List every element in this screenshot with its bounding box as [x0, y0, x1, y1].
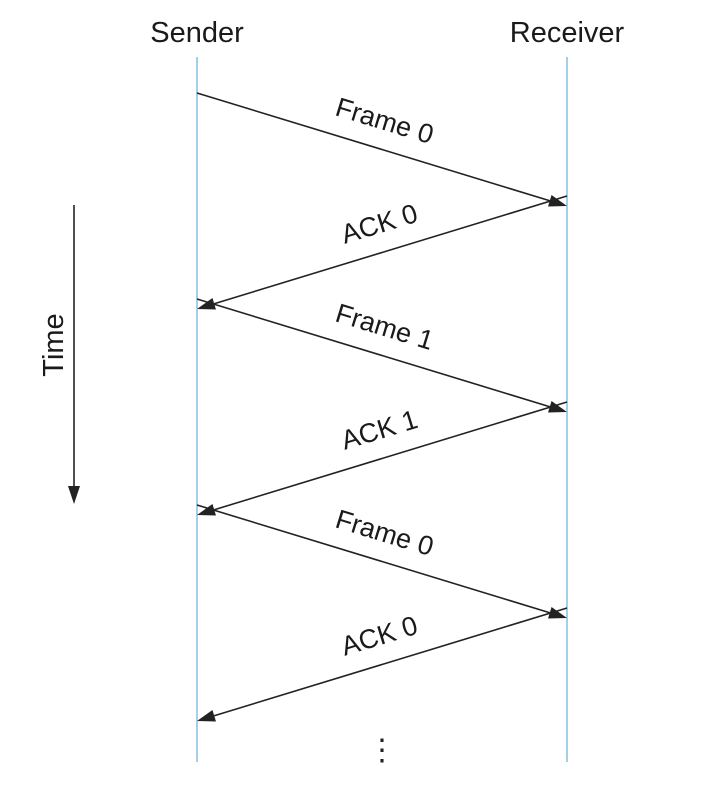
message-arrow-line	[196, 504, 551, 614]
arrowhead-icon	[197, 298, 216, 310]
message-group: Frame 0 ACK 0 Frame 1 ACK 1 Frame 0 ACK 0	[196, 92, 568, 722]
message-label: ACK 0	[338, 610, 421, 661]
time-label: Time	[38, 313, 70, 376]
arrowhead-icon	[548, 401, 567, 413]
arrowhead-icon	[548, 607, 567, 619]
arrowhead-icon	[548, 195, 567, 207]
message-label: Frame 0	[332, 504, 437, 562]
message-arrow-line	[213, 607, 568, 717]
message-2: ACK 0	[197, 195, 568, 310]
message-arrow-line	[213, 195, 568, 305]
message-arrow-line	[196, 92, 551, 202]
message-label: ACK 1	[338, 404, 421, 455]
arrow-down-icon	[68, 486, 80, 504]
message-4: ACK 1	[197, 401, 568, 516]
arrowhead-icon	[197, 710, 216, 722]
continuation-ellipsis: ⋮	[367, 734, 397, 767]
message-label: Frame 0	[332, 92, 437, 150]
message-label: ACK 0	[338, 198, 421, 249]
time-axis: Time	[38, 205, 80, 504]
message-label: Frame 1	[332, 298, 437, 356]
arrowhead-icon	[197, 504, 216, 516]
receiver-label: Receiver	[510, 17, 625, 49]
message-5: Frame 0	[196, 504, 567, 619]
message-arrow-line	[213, 401, 568, 511]
message-6: ACK 0	[197, 607, 568, 722]
message-1: Frame 0	[196, 92, 567, 207]
message-3: Frame 1	[196, 298, 567, 413]
message-arrow-line	[196, 298, 551, 408]
sender-label: Sender	[150, 17, 244, 49]
